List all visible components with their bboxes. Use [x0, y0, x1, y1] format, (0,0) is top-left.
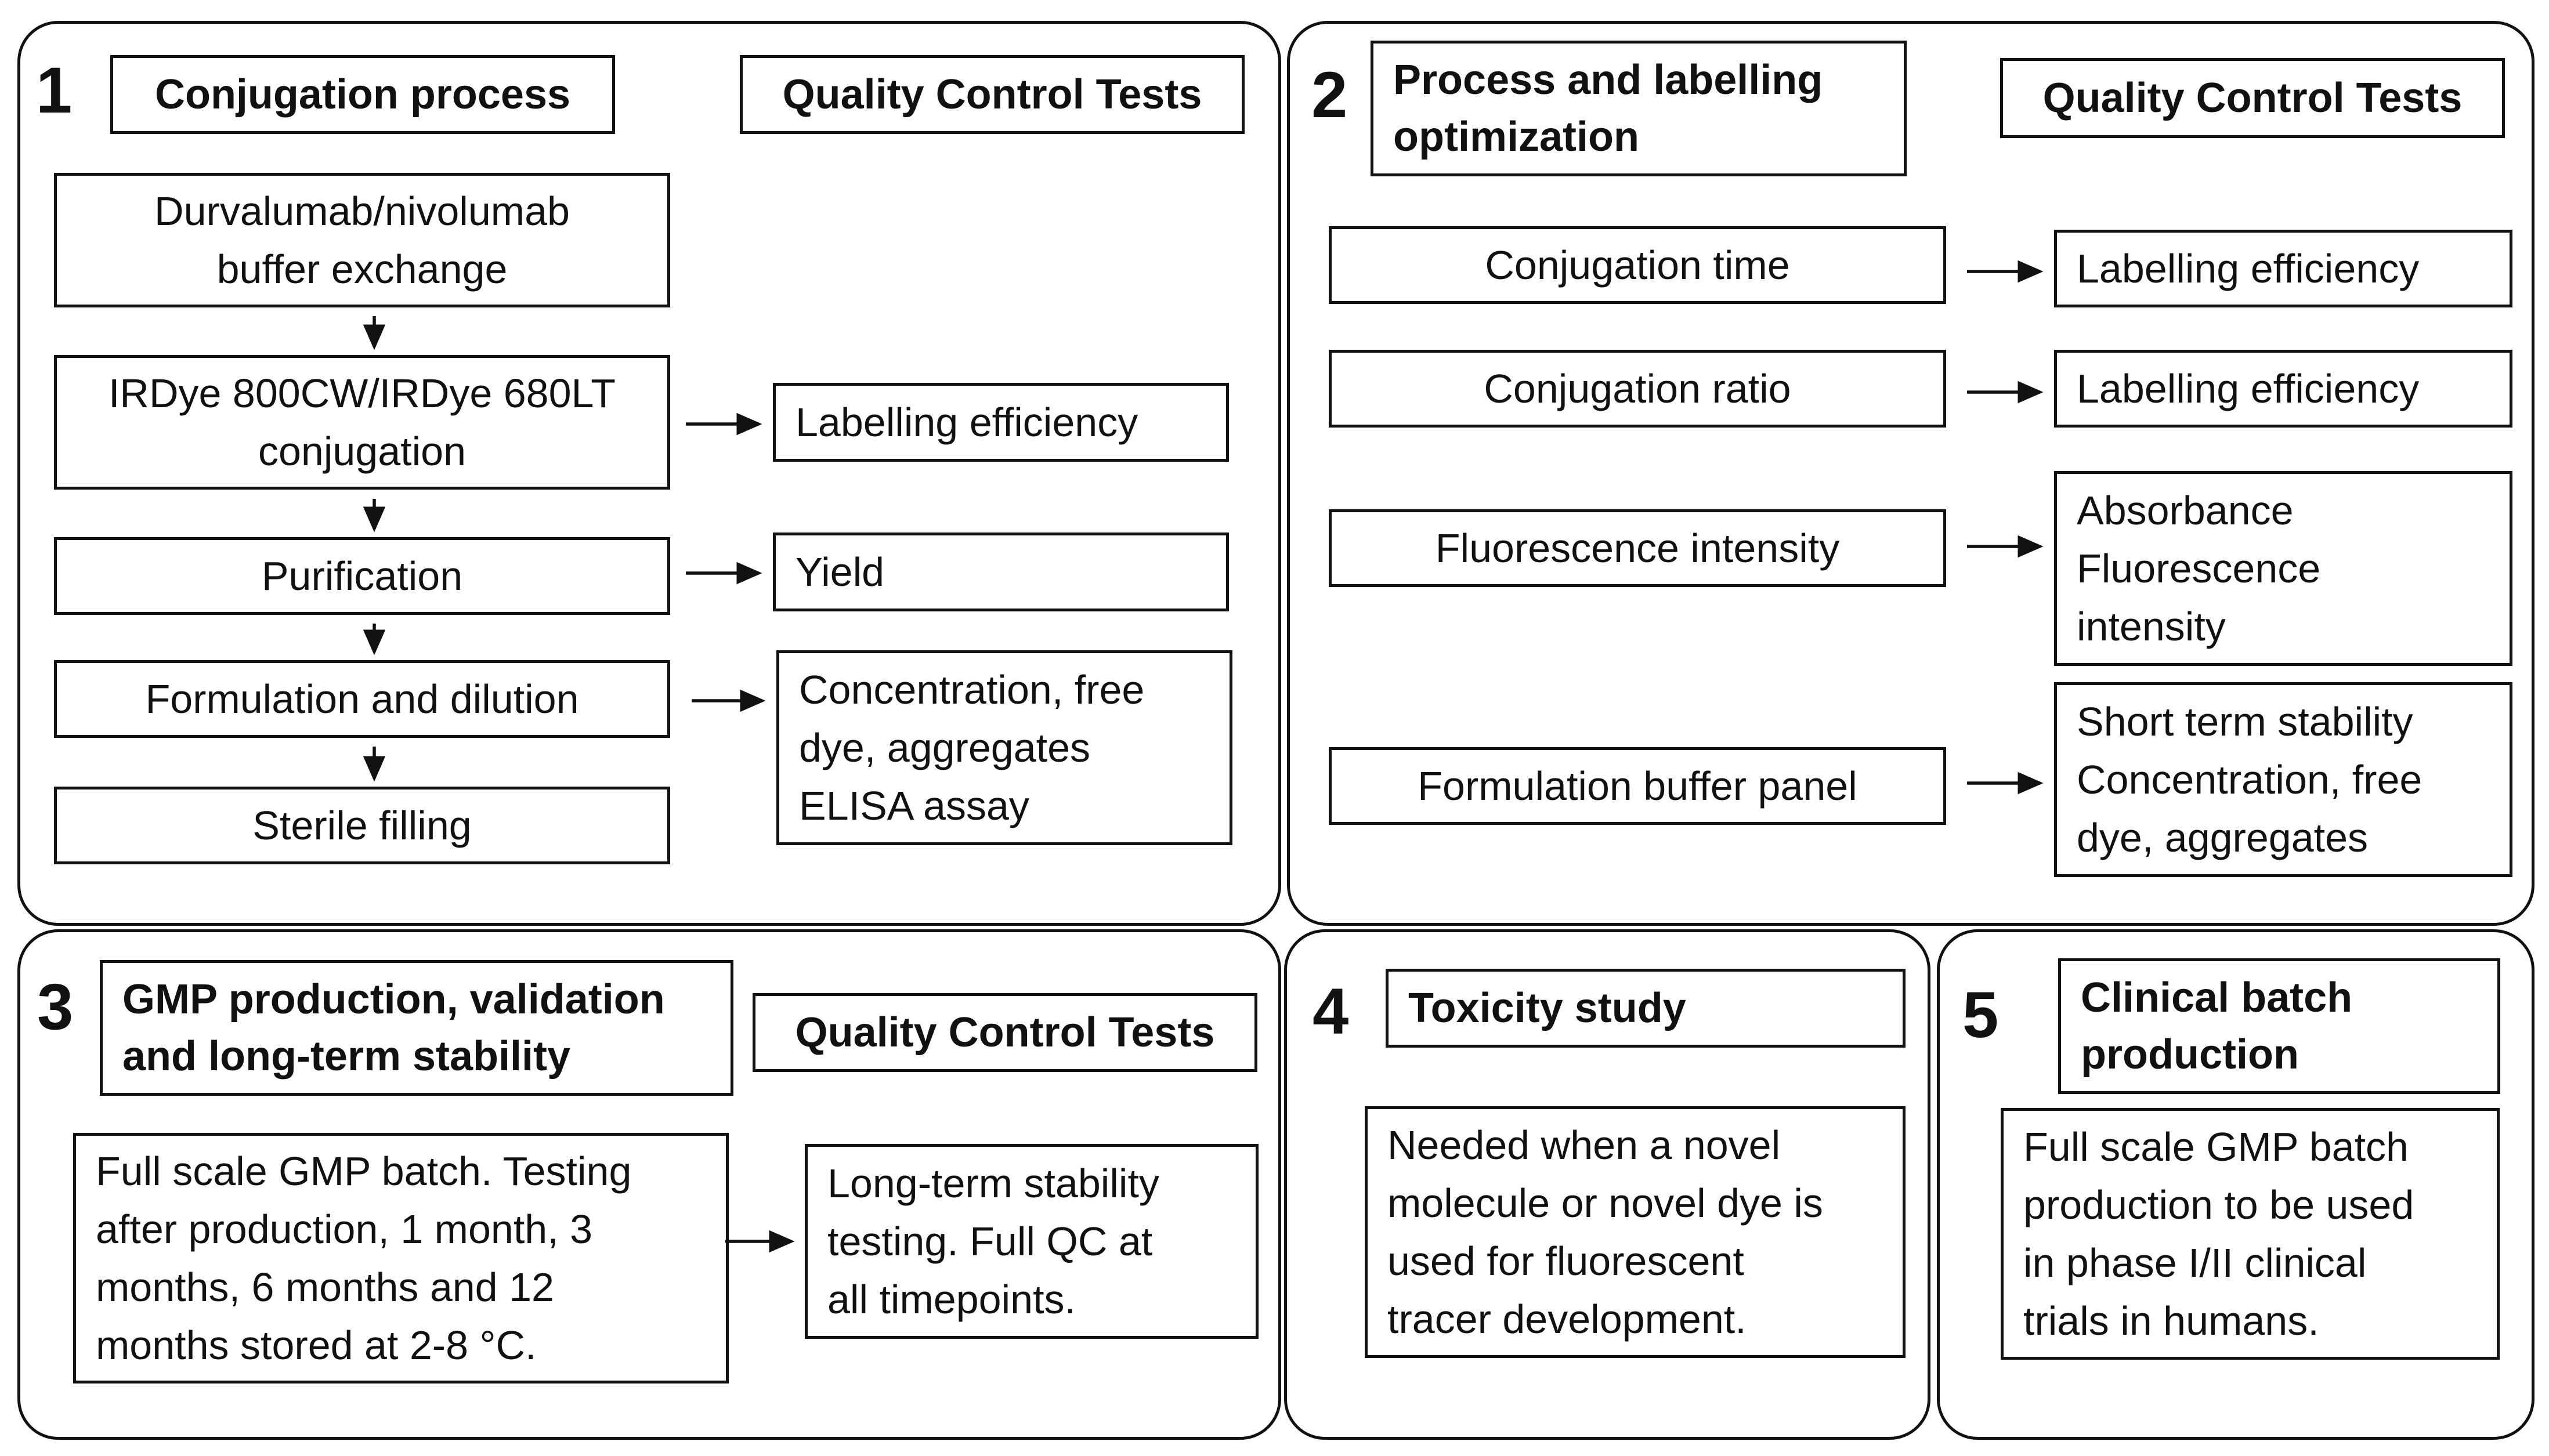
panel-4-title: Toxicity study	[1386, 969, 1906, 1048]
toxicity-description: Needed when a novel molecule or novel dy…	[1365, 1106, 1906, 1358]
panel-4-number: 4	[1313, 975, 1349, 1048]
step-purification: Purification	[54, 537, 670, 615]
param-conjugation-time: Conjugation time	[1329, 226, 1946, 304]
param-conjugation-ratio: Conjugation ratio	[1329, 350, 1946, 428]
qc-concentration-elisa: Concentration, free dye, aggregates ELIS…	[776, 650, 1232, 845]
qc-short-term-stability: Short term stability Concentration, free…	[2054, 682, 2512, 877]
param-fluorescence-intensity: Fluorescence intensity	[1329, 509, 1946, 587]
panel-5-number: 5	[1962, 979, 1999, 1051]
panel-3-number: 3	[37, 970, 74, 1043]
panel-3-title: GMP production, validation and long-term…	[100, 960, 733, 1096]
step-conjugation: IRDye 800CW/IRDye 680LT conjugation	[54, 355, 670, 490]
param-formulation-buffer-panel: Formulation buffer panel	[1329, 747, 1946, 825]
step-buffer-exchange: Durvalumab/nivolumab buffer exchange	[54, 173, 670, 307]
step-formulation-dilution: Formulation and dilution	[54, 660, 670, 738]
step-sterile-filling: Sterile filling	[54, 787, 670, 864]
long-term-stability-qc: Long-term stability testing. Full QC at …	[805, 1144, 1259, 1339]
panel-1-number: 1	[36, 54, 73, 126]
panel-3-qc-header: Quality Control Tests	[753, 993, 1257, 1072]
qc-2-labelling-efficiency-2: Labelling efficiency	[2054, 350, 2512, 428]
panel-2-number: 2	[1311, 59, 1348, 131]
panel-1-title: Conjugation process	[110, 55, 615, 134]
panel-5-title: Clinical batch production	[2058, 958, 2500, 1094]
panel-2-qc-header: Quality Control Tests	[2000, 58, 2505, 138]
panel-1-qc-header: Quality Control Tests	[740, 55, 1245, 134]
qc-labelling-efficiency: Labelling efficiency	[773, 383, 1229, 462]
clinical-batch-description: Full scale GMP batch production to be us…	[2001, 1108, 2500, 1360]
qc-2-labelling-efficiency-1: Labelling efficiency	[2054, 230, 2512, 307]
qc-absorbance-fluorescence: Absorbance Fluorescence intensity	[2054, 471, 2512, 666]
qc-yield: Yield	[773, 533, 1229, 611]
gmp-batch-description: Full scale GMP batch. Testing after prod…	[73, 1133, 729, 1383]
panel-2-title: Process and labelling optimization	[1371, 41, 1907, 176]
